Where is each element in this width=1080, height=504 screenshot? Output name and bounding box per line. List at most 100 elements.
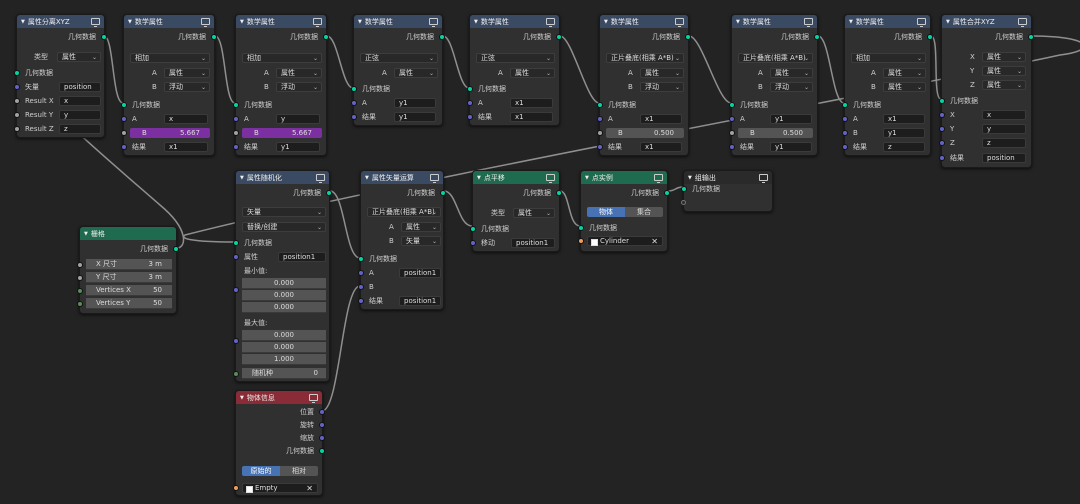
collapse-triangle-icon[interactable]: ▼ xyxy=(128,18,132,25)
b-input-socket[interactable] xyxy=(597,130,603,136)
a-type-dropdown[interactable]: 属性⌄ xyxy=(883,68,926,78)
y-input-socket[interactable] xyxy=(939,126,945,132)
collapse-triangle-icon[interactable]: ▼ xyxy=(474,18,478,25)
geometry-output-socket[interactable] xyxy=(439,34,445,40)
geometry-input-socket[interactable] xyxy=(233,102,239,108)
result-field[interactable]: x1 xyxy=(640,142,682,152)
a-input-socket[interactable] xyxy=(121,116,127,122)
collapse-triangle-icon[interactable]: ▼ xyxy=(365,174,369,181)
node-header[interactable]: ▼栅格 xyxy=(80,227,176,240)
data-type-dropdown[interactable]: 矢量⌄ xyxy=(242,207,326,217)
close-icon[interactable]: ✕ xyxy=(651,237,658,246)
result-x-field[interactable]: x xyxy=(59,96,101,106)
geometry-output-socket[interactable] xyxy=(556,34,562,40)
a-type-dropdown[interactable]: 属性⌄ xyxy=(164,68,210,78)
monitor-icon[interactable] xyxy=(91,18,100,27)
vertices-y-socket[interactable] xyxy=(77,301,83,307)
result-socket[interactable] xyxy=(939,155,945,161)
geometry-input-socket[interactable] xyxy=(470,226,476,232)
b-type-dropdown[interactable]: 浮动⌄ xyxy=(276,82,322,92)
monitor-icon[interactable] xyxy=(546,18,555,27)
scale-socket[interactable] xyxy=(319,435,325,441)
monitor-icon[interactable] xyxy=(201,18,210,27)
geometry-output-socket[interactable] xyxy=(556,190,562,196)
collapse-triangle-icon[interactable]: ▼ xyxy=(477,174,481,181)
geometry-input-socket[interactable] xyxy=(597,102,603,108)
a-type-dropdown[interactable]: 属性⌄ xyxy=(770,68,813,78)
node-group-output[interactable]: ▼组输出 几何数据 xyxy=(681,170,773,212)
result-y-field[interactable]: y xyxy=(59,110,101,120)
node-header[interactable]: ▼数学属性 xyxy=(845,15,930,28)
node-header[interactable]: ▼数学属性 xyxy=(354,15,442,28)
relative-option[interactable]: 相对 xyxy=(280,466,318,476)
a-type-dropdown[interactable]: 属性⌄ xyxy=(276,68,322,78)
a-input-socket[interactable] xyxy=(233,116,239,122)
geometry-output-socket[interactable] xyxy=(1028,34,1034,40)
result-field[interactable]: z xyxy=(883,142,925,152)
geometry-output-socket[interactable] xyxy=(927,34,933,40)
result-field[interactable]: y1 xyxy=(394,112,436,122)
geometry-input-socket[interactable] xyxy=(233,240,239,246)
min-y-field[interactable]: 0.000 xyxy=(242,290,326,301)
result-z-field[interactable]: z xyxy=(59,124,101,134)
a-input-field[interactable]: y xyxy=(276,114,320,124)
b-type-dropdown[interactable]: 浮动⌄ xyxy=(640,82,684,92)
node-header[interactable]: ▼物体信息 xyxy=(236,391,322,404)
collapse-triangle-icon[interactable]: ▼ xyxy=(736,18,740,25)
transform-space-toggle[interactable]: 原始的 相对 xyxy=(242,466,318,476)
geometry-input-socket[interactable] xyxy=(729,102,735,108)
y-type-dropdown[interactable]: 属性⌄ xyxy=(982,66,1026,76)
node-header[interactable]: ▼数学属性 xyxy=(600,15,688,28)
seed-socket[interactable] xyxy=(233,371,239,377)
monitor-icon[interactable] xyxy=(430,174,439,183)
node-header[interactable]: ▼点实例 xyxy=(581,171,667,184)
result-socket[interactable] xyxy=(351,114,357,120)
x-input-socket[interactable] xyxy=(939,112,945,118)
collapse-triangle-icon[interactable]: ▼ xyxy=(240,174,244,181)
result-socket[interactable] xyxy=(842,144,848,150)
size-y-socket[interactable] xyxy=(77,275,83,281)
node-header[interactable]: ▼数学属性 xyxy=(470,15,559,28)
collection-option[interactable]: 集合 xyxy=(625,207,663,217)
a-input-socket[interactable] xyxy=(597,116,603,122)
monitor-icon[interactable] xyxy=(759,174,768,183)
monitor-icon[interactable] xyxy=(917,18,926,27)
z-input-field[interactable]: z xyxy=(982,138,1026,148)
result-field[interactable]: y1 xyxy=(770,142,812,152)
operation-dropdown[interactable]: 相加⌄ xyxy=(851,53,926,63)
z-type-dropdown[interactable]: 属性⌄ xyxy=(982,80,1026,90)
node-object-info[interactable]: ▼物体信息 位置 旋转 缩放 几何数据 原始的 相对 Empty✕ xyxy=(233,390,325,496)
min-z-field[interactable]: 0.000 xyxy=(242,302,326,313)
max-x-field[interactable]: 0.000 xyxy=(242,330,326,341)
operation-dropdown[interactable]: 相加⌄ xyxy=(130,53,210,63)
geometry-input-socket[interactable] xyxy=(939,98,945,104)
geometry-input-socket[interactable] xyxy=(578,225,584,231)
node-header[interactable]: ▼属性合并XYZ xyxy=(942,15,1031,28)
geometry-output-socket[interactable] xyxy=(814,34,820,40)
max-z-field[interactable]: 1.000 xyxy=(242,354,326,365)
max-y-field[interactable]: 0.000 xyxy=(242,342,326,353)
vector-field[interactable]: position xyxy=(59,82,101,92)
empty-socket[interactable] xyxy=(681,200,686,205)
a-type-dropdown[interactable]: 属性⌄ xyxy=(510,68,555,78)
a-input-socket[interactable] xyxy=(842,116,848,122)
node-header[interactable]: ▼属性矢量运算 xyxy=(361,171,443,184)
monitor-icon[interactable] xyxy=(654,174,663,183)
attribute-field[interactable]: position1 xyxy=(278,252,326,262)
a-input-field[interactable]: position1 xyxy=(399,268,441,278)
mode-dropdown[interactable]: 替换/创建⌄ xyxy=(242,222,326,232)
geometry-output-socket[interactable] xyxy=(101,34,107,40)
a-input-field[interactable]: x1 xyxy=(510,98,553,108)
b-input-socket[interactable] xyxy=(729,130,735,136)
